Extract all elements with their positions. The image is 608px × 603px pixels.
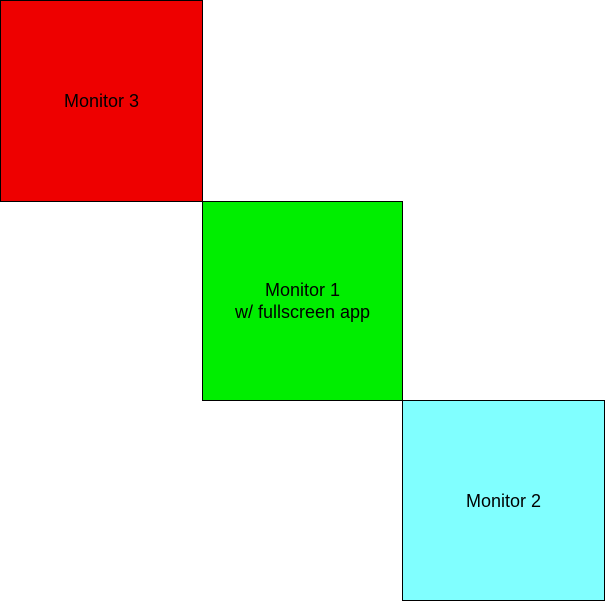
monitor-2-box: Monitor 2: [402, 400, 605, 601]
monitor-1-sublabel: w/ fullscreen app: [234, 302, 371, 322]
monitor-3-box: Monitor 3: [0, 0, 203, 202]
monitor-1-box: Monitor 1 w/ fullscreen app: [202, 201, 403, 401]
monitor-1-label: Monitor 1: [264, 280, 341, 300]
monitor-3-label: Monitor 3: [63, 91, 140, 111]
monitor-2-label: Monitor 2: [465, 490, 542, 511]
